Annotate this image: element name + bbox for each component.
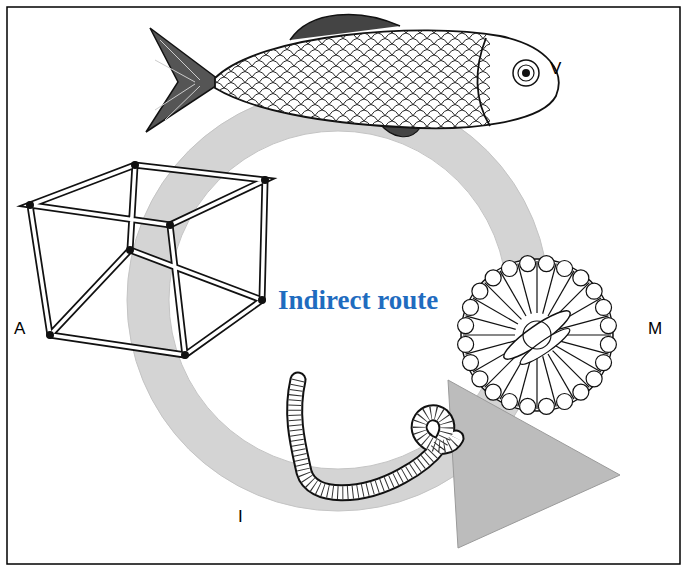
fish-host-part: [146, 28, 222, 132]
oligochaete-worm-part: [295, 380, 456, 493]
myxospore-part-part: [520, 398, 536, 414]
stage-letter: I: [238, 508, 243, 525]
myxospore-part-part: [501, 260, 517, 276]
fish-host-part: [477, 38, 490, 126]
myxospore-part: [523, 321, 551, 349]
myxospore-part-part: [553, 351, 590, 388]
fish-host-part: [513, 60, 539, 86]
myxospore-part-part: [472, 371, 488, 387]
myxospore-part-part: [600, 318, 616, 334]
actinospore-part: [26, 161, 269, 359]
cycle-arrow-part: [448, 380, 620, 548]
stage-letter: A: [14, 320, 25, 337]
myxospore-part-part: [573, 384, 589, 400]
myxospore-part-part: [600, 336, 616, 352]
myxospore-part-part: [586, 283, 602, 299]
actinospore-part: [30, 165, 265, 355]
myxospore-part-part: [472, 283, 488, 299]
myxospore-part-part: [485, 283, 522, 320]
myxospore-part-part: [520, 256, 536, 272]
stage-letter: M: [648, 320, 662, 337]
actinospore-part-part: [261, 176, 269, 184]
actinospore: [26, 161, 269, 359]
oligochaete-worm-part: [295, 380, 456, 493]
myxospore-part-part: [485, 270, 501, 286]
myxospore-part-part: [485, 384, 501, 400]
myxospore-part-part: [463, 334, 515, 335]
myxospore-part-part: [596, 299, 612, 315]
fish-host: [146, 14, 559, 136]
fish-host-part: [522, 69, 530, 77]
myxospore-part-part: [462, 299, 478, 315]
myxospore-part-part: [596, 355, 612, 371]
frame-border: [7, 7, 680, 564]
actinospore-part-part: [131, 161, 139, 169]
myxospore-part-part: [557, 260, 573, 276]
oligochaete-worm-part: [295, 380, 456, 493]
myxospore-part-part: [536, 357, 537, 409]
actinospore-part-part: [166, 221, 174, 229]
route-title: Indirect route: [278, 287, 438, 314]
myxospore-part-part: [458, 318, 474, 334]
actinospore-part-part: [181, 351, 189, 359]
myxospore-part-part: [538, 398, 554, 414]
myxospore-part: [461, 259, 613, 411]
myxospore-part-part: [473, 298, 518, 324]
actinospore-part: [30, 165, 265, 355]
myxospore-part-part: [458, 336, 474, 352]
stage-letter: V: [550, 60, 561, 77]
actinospore-part-part: [126, 246, 134, 254]
actinospore-part-part: [46, 331, 54, 339]
actinospore-part-part: [30, 165, 265, 355]
fish-host-part: [210, 20, 490, 135]
myxospore: [458, 256, 617, 415]
fish-host-part: [155, 40, 200, 120]
myxospore-part-part: [557, 394, 573, 410]
myxospore-part-part: [586, 371, 602, 387]
myxospore-part-part: [556, 346, 601, 372]
myxospore-part-part: [538, 256, 554, 272]
myxospore-part: [458, 256, 617, 415]
myxospore-part-part: [462, 355, 478, 371]
myxospore-part-part: [536, 261, 537, 313]
actinospore-part-part: [26, 201, 34, 209]
actinospore-part-part: [30, 165, 265, 355]
oligochaete-worm: [295, 380, 456, 493]
myxospore-part-part: [548, 271, 574, 316]
fish-host-part: [518, 65, 534, 81]
actinospore-part-part: [258, 296, 266, 304]
myxospore-part-part: [573, 270, 589, 286]
myxospore-part-part: [501, 394, 517, 410]
